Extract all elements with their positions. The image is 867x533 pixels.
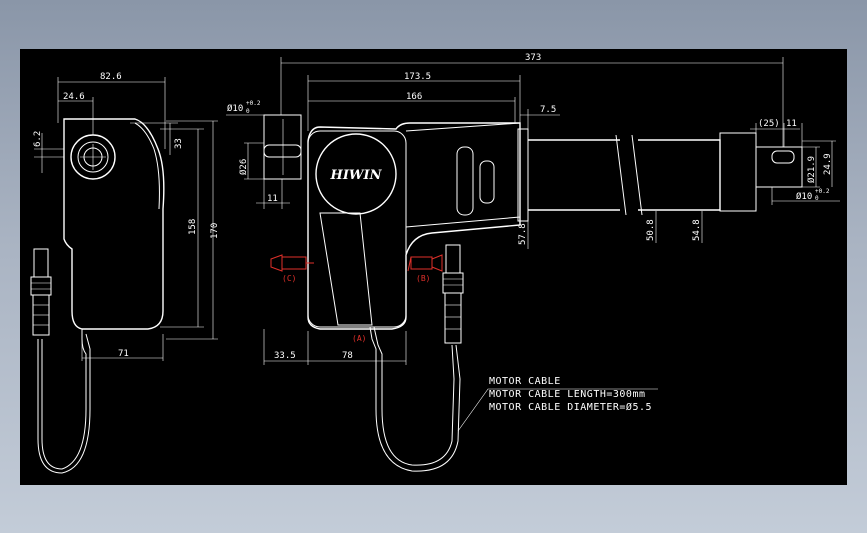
dim-rear-clevis-width: 11 (267, 194, 278, 204)
front-view-dimensions: 373 173.5 166 7.5 Ø10 +0.2 0 Ø26 (226, 53, 840, 365)
dim-side-height-top: 33 (174, 138, 184, 149)
marker-b-label: (B) (416, 274, 430, 283)
dim-rear-bore-tol-lower: 0 (246, 108, 250, 115)
dim-tube-outer: 57.8 (518, 223, 528, 245)
dim-front-clevis-dia: Ø21.9 (806, 156, 817, 183)
dim-body-inner: 166 (406, 92, 422, 102)
dim-front-bore: Ø10 (796, 191, 812, 202)
dim-rear-clevis-dia: Ø26 (238, 159, 249, 175)
actuator-drawing: 82.6 24.6 6.2 33 158 170 71 (30, 53, 840, 474)
hiwin-logo: HIWIN (330, 168, 383, 183)
dim-rear-bore-tol-upper: +0.2 (246, 100, 261, 107)
cable-notes: MOTOR CABLE MOTOR CABLE LENGTH=300mm MOT… (489, 376, 652, 413)
side-view-cable (41, 329, 87, 470)
marker-b: (B) (407, 254, 443, 283)
front-clevis-slot (771, 150, 795, 164)
side-view-connector-body (30, 276, 52, 296)
dim-tube-inner: 54.8 (692, 219, 702, 241)
dim-side-offset: 6.2 (33, 131, 43, 147)
front-cable (369, 326, 461, 472)
dim-front-bore-tol-upper: +0.2 (815, 188, 830, 195)
dim-front-tab: 11 (786, 119, 797, 129)
hiwin-badge (315, 133, 397, 215)
front-connector-head (445, 244, 461, 274)
dim-side-bottom: 71 (118, 349, 129, 359)
front-view: HIWIN (C) (B) (A) (226, 53, 840, 472)
dim-front-bore-tol-lower: 0 (815, 195, 819, 202)
cable-leader (457, 388, 658, 432)
gearbox (405, 122, 521, 228)
side-view-hub-inner (77, 141, 109, 173)
dim-tube-mid: 50.8 (646, 219, 656, 241)
side-view: 82.6 24.6 6.2 33 158 170 71 (30, 72, 220, 474)
dim-front-gap: (25) (758, 119, 780, 129)
side-view-dimensions: 82.6 24.6 6.2 33 158 170 71 (33, 72, 220, 361)
dim-rear-bore: Ø10 (227, 103, 243, 114)
marker-c-label: (C) (282, 274, 296, 283)
side-view-connector-head (33, 248, 49, 278)
rear-clevis-slot (263, 144, 302, 158)
gearbox-slot-2 (479, 160, 495, 204)
dim-bottom-main: 78 (342, 351, 353, 361)
tube-break (615, 134, 643, 216)
inner-rod (719, 132, 757, 212)
dim-body-length: 173.5 (404, 72, 431, 82)
note-length: MOTOR CABLE LENGTH=300mm (489, 389, 646, 400)
note-title: MOTOR CABLE (489, 376, 561, 387)
dim-side-height-158: 158 (188, 219, 198, 235)
note-diameter: MOTOR CABLE DIAMETER=Ø5.5 (489, 401, 652, 413)
marker-a-label: (A) (352, 334, 366, 343)
dim-side-width: 82.6 (100, 72, 122, 82)
side-view-edge (134, 122, 160, 210)
dim-side-height-170: 170 (210, 223, 220, 239)
front-connector-body (442, 272, 464, 294)
dim-front-height: 24.9 (823, 153, 833, 175)
dim-side-left: 24.6 (63, 92, 85, 102)
dim-bottom-left: 33.5 (274, 351, 296, 361)
side-view-housing (63, 118, 165, 330)
marker-c: (C) (270, 254, 314, 283)
dim-front-offset: 7.5 (540, 105, 556, 115)
front-connector-grip (444, 292, 462, 344)
flange (517, 128, 529, 222)
rear-clevis (263, 114, 302, 180)
front-clevis (755, 146, 803, 188)
housing-grip (319, 212, 373, 326)
cad-drawing-canvas: 82.6 24.6 6.2 33 158 170 71 (20, 49, 847, 485)
dim-overall-length: 373 (525, 53, 541, 63)
gearbox-slot-1 (456, 146, 474, 216)
motor-housing-face (307, 130, 407, 328)
